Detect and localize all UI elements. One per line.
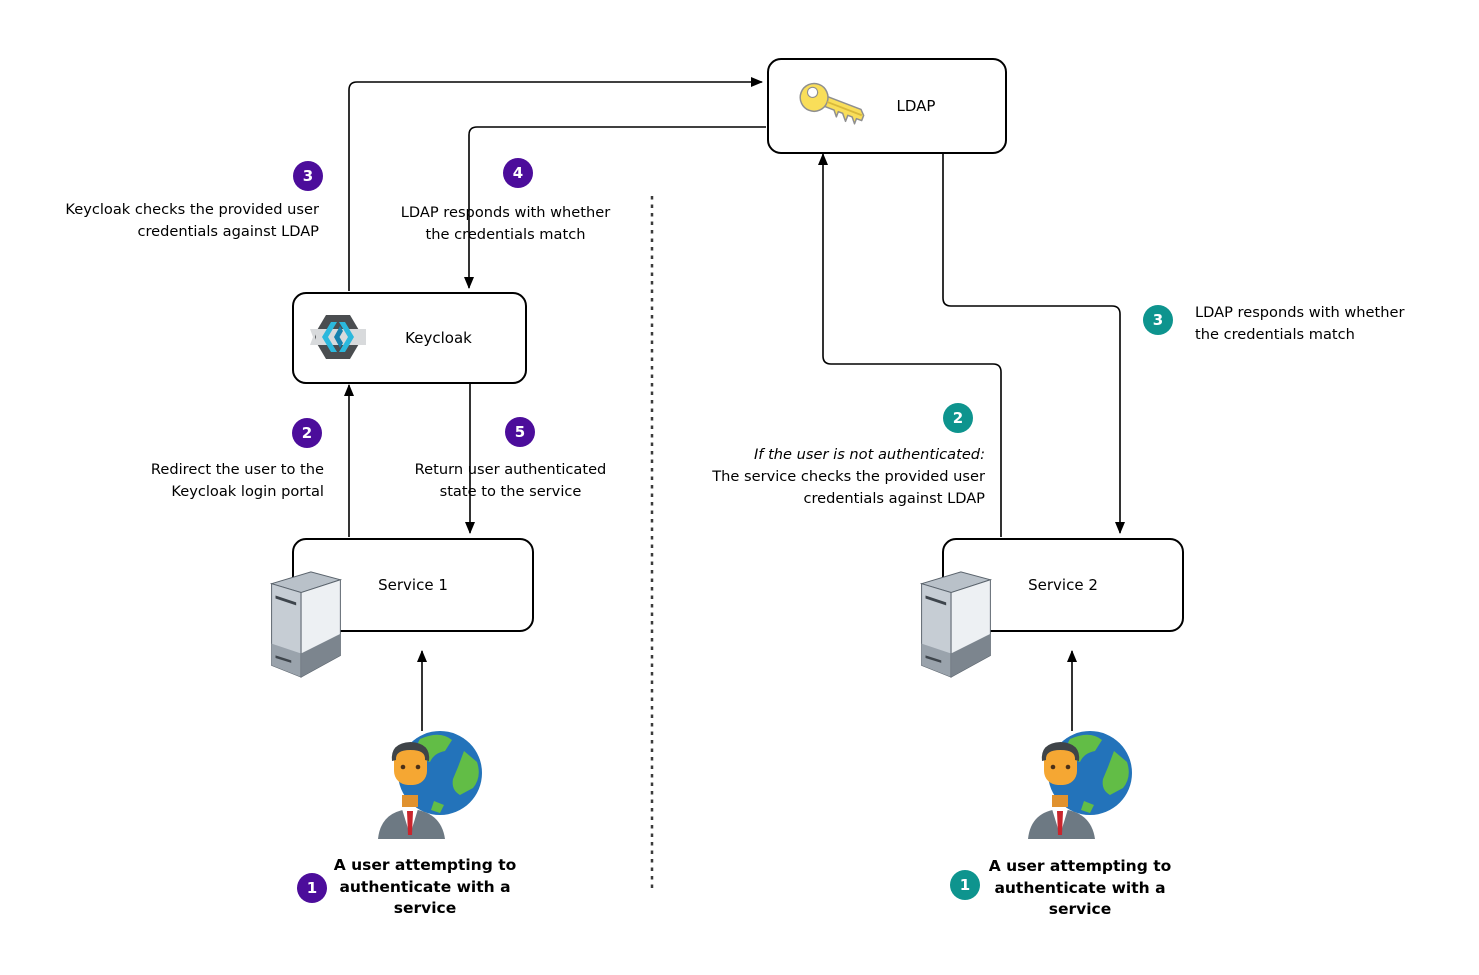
ldap-node-label: LDAP [896,97,936,115]
step-badge-left-1: 1 [297,873,327,903]
step-note-left-4: LDAP responds with whether the credentia… [400,204,611,243]
ldap-node: LDAP [767,58,1007,154]
step-badge-right-3: 3 [1143,305,1173,335]
step-badge-right-2: 2 [943,403,973,433]
user-caption-right: A user attempting to authenticate with a… [988,857,1172,918]
step-note-right-2: If the user is not authenticated: The se… [712,446,985,507]
service1-node-label: Service 1 [378,576,448,594]
step-badge-left-3: 3 [293,161,323,191]
arrow-ldap-to-service2 [942,149,1125,534]
keycloak-node: Keycloak [292,292,527,384]
step-note-left-3: Keycloak checks the provided user creden… [65,201,319,240]
arrow-service2-to-ldap [818,153,1002,537]
step-badge-left-4: 4 [503,158,533,188]
step-badge-right-1: 1 [950,870,980,900]
step-note-left-5: Return user authenticated state to the s… [414,461,607,500]
service2-node-label: Service 2 [1028,576,1098,594]
user-caption-left: A user attempting to authenticate with a… [333,856,517,917]
step-badge-left-5: 5 [505,417,535,447]
step-note-right-3: LDAP responds with whether the credentia… [1195,304,1405,343]
service1-node: Service 1 [292,538,534,632]
keycloak-node-label: Keycloak [405,329,472,347]
step-badge-left-2: 2 [292,418,322,448]
arrow-ldap-to-keycloak [464,126,766,289]
arrow-keycloak-to-ldap [348,77,763,291]
step-note-left-2: Redirect the user to the Keycloak login … [150,461,324,500]
service2-node: Service 2 [942,538,1184,632]
